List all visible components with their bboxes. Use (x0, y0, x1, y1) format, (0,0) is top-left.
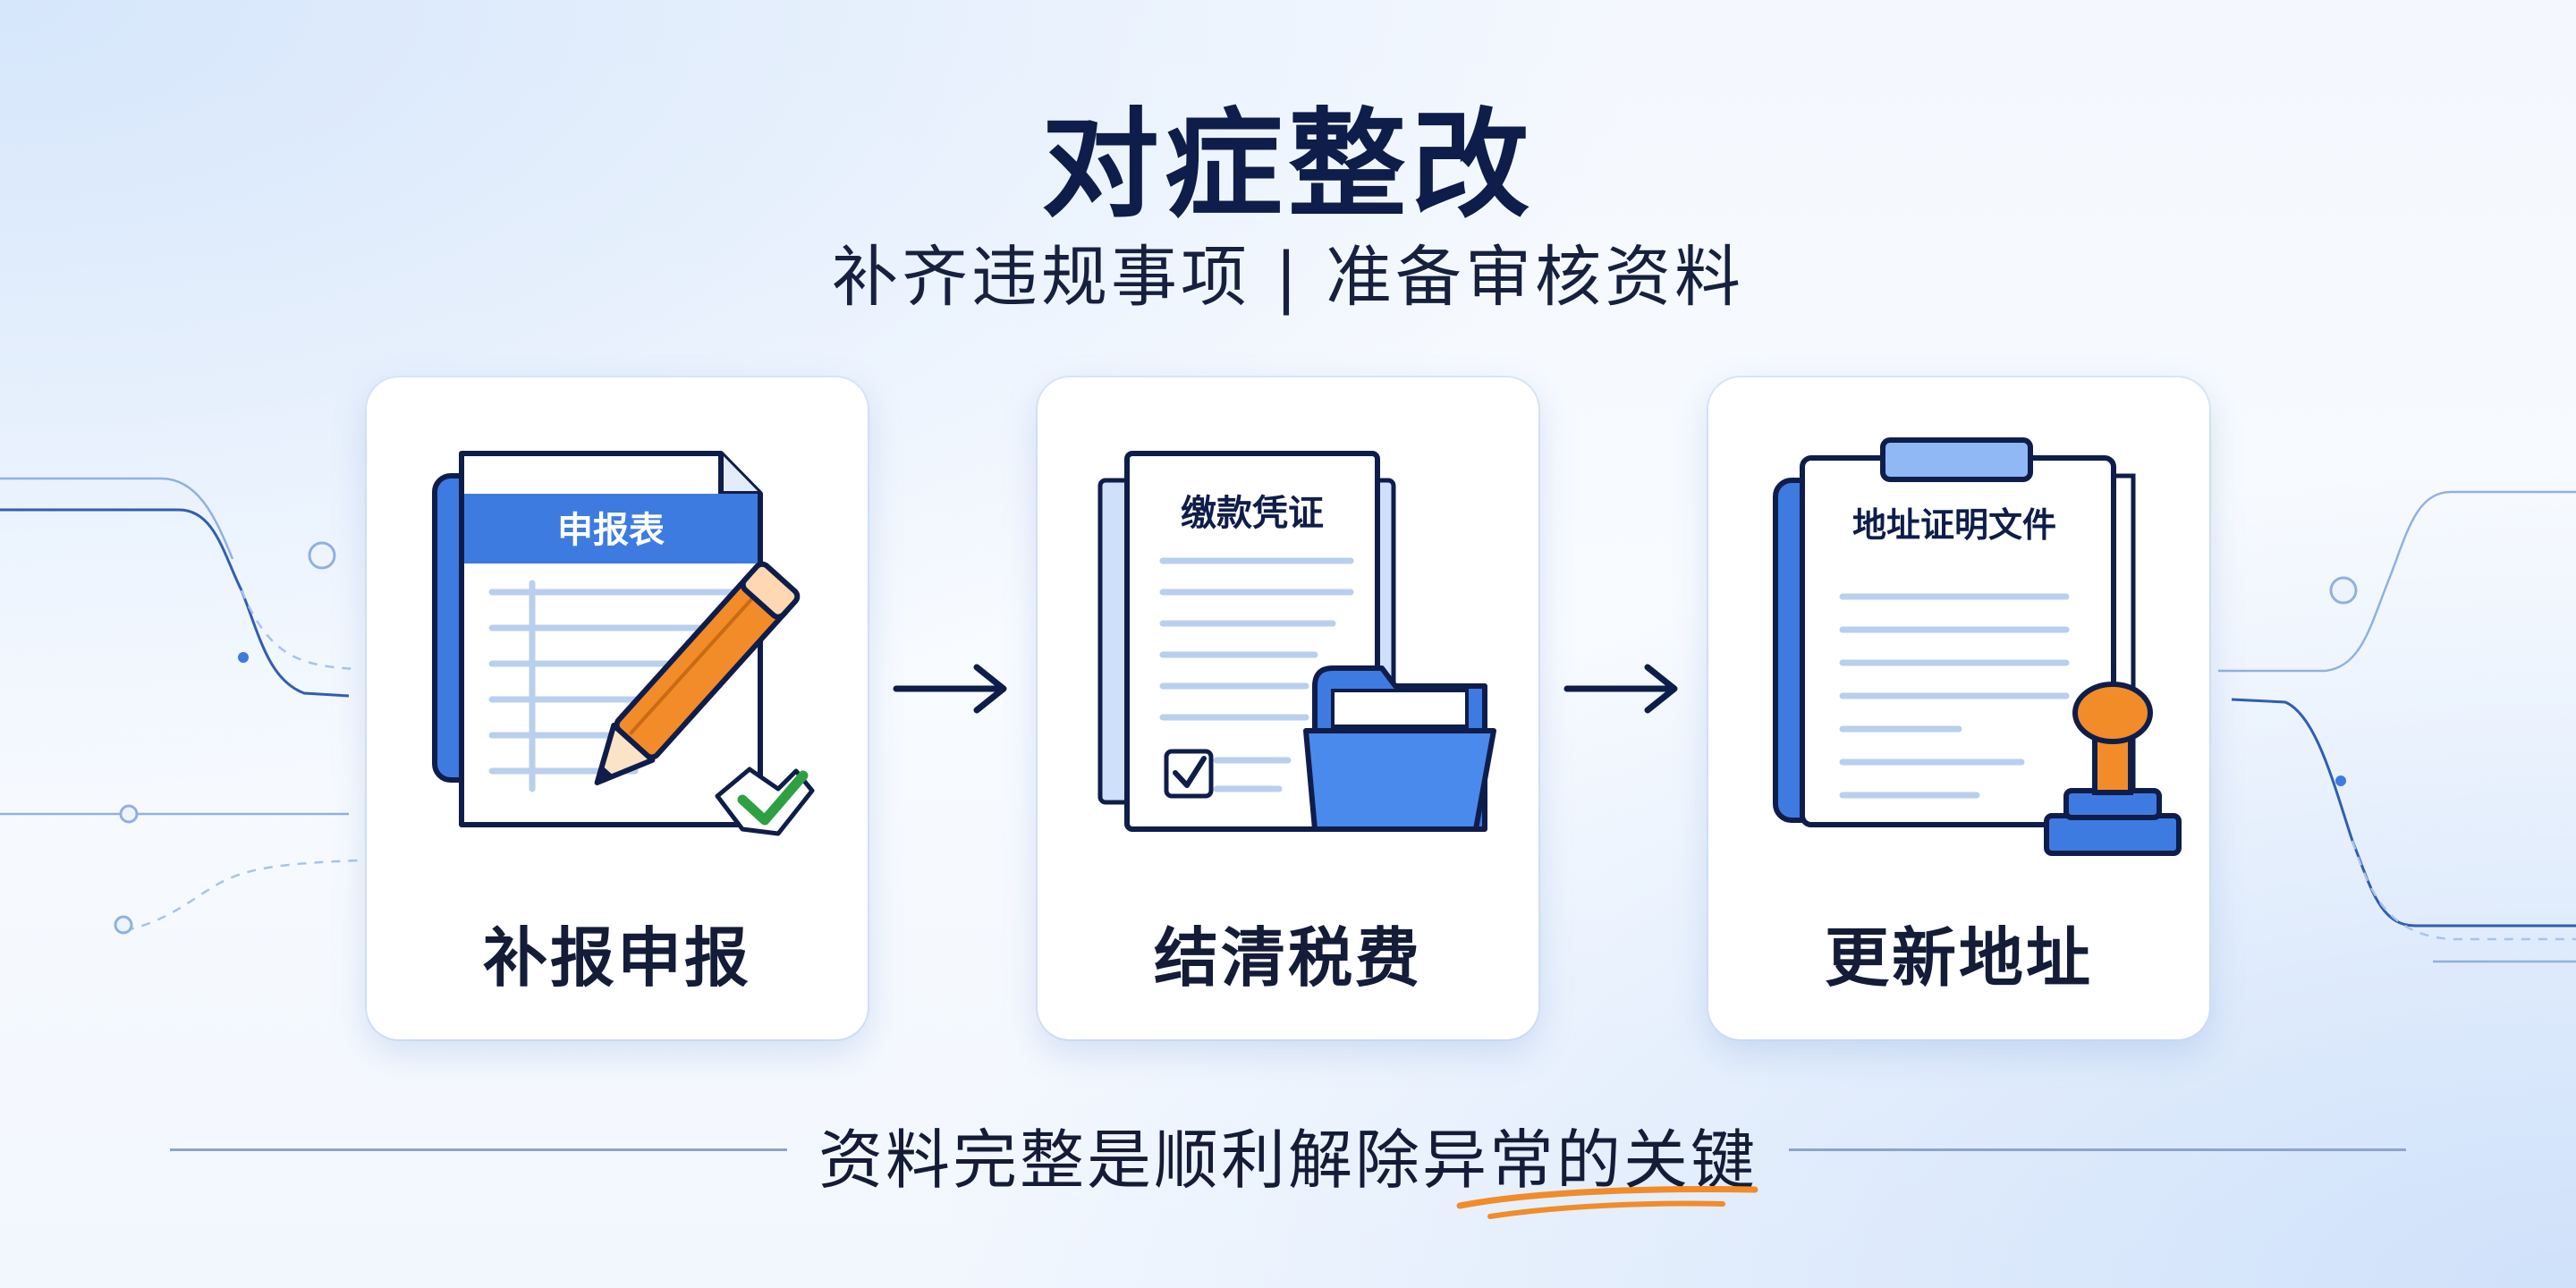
doc-title-address-proof: 地址证明文件 (1852, 505, 2056, 545)
step-card-update-address: 地址证明文件 更新地址 (1708, 377, 2209, 1039)
checkmark-icon (715, 767, 815, 836)
step-card-supplementary-filing: 申报表 补报申报 (367, 377, 868, 1039)
pencil-icon (594, 561, 801, 786)
page-title: 对症整改 (1041, 97, 1535, 234)
page-subtitle: 补齐违规事项 | 准备审核资料 (832, 239, 1744, 316)
footer-divider-right (1789, 1148, 2406, 1151)
doc-title-payment-voucher: 缴款凭证 (1181, 493, 1324, 534)
arrow-right-icon (1563, 664, 1678, 714)
folder-icon (1303, 665, 1496, 832)
step-label: 更新地址 (1824, 920, 2093, 996)
payment-voucher-illustration: 缴款凭证 (1097, 451, 1496, 832)
address-proof-illustration: 地址证明文件 (1773, 437, 2182, 856)
step-card-settle-taxes: 缴款凭证 结清税费 (1038, 377, 1538, 1039)
step-label: 结清税费 (1153, 920, 1422, 996)
stamp-icon (2044, 682, 2182, 856)
step-label: 补报申报 (482, 920, 751, 996)
footer-highlight-underline (1456, 1186, 1758, 1219)
checkbox-icon (1164, 749, 1214, 799)
declaration-form-illustration: 申报表 (432, 451, 815, 836)
doc-title-declaration-form: 申报表 (557, 510, 665, 551)
arrow-right-icon (893, 664, 1007, 714)
footer-divider-left (170, 1148, 787, 1151)
footer-message: 资料完整是顺利解除异常的关键 (818, 1123, 1758, 1198)
